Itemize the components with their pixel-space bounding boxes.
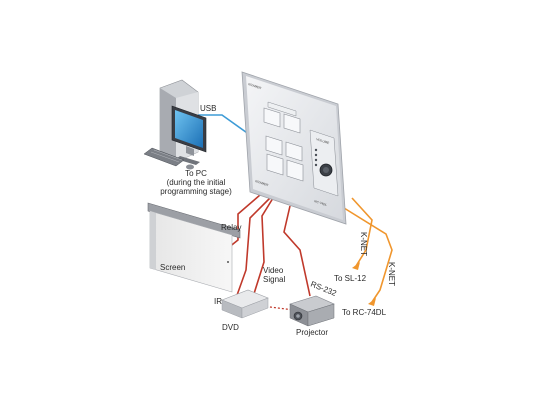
to-pc-label: To PC — [185, 169, 207, 178]
control-panel: KRAMER VOLUME KRAMER RC-74DL — [241, 71, 347, 225]
rs232-cable — [283, 205, 311, 297]
knet-cable-rc74dl — [343, 207, 393, 303]
dvd-player — [221, 289, 269, 319]
panel-button-4 — [285, 141, 303, 162]
relay-cable — [227, 187, 269, 249]
panel-brand-bottom-right: RC-74DL — [314, 199, 328, 207]
pc-computer — [143, 79, 207, 170]
ir-cable — [235, 195, 273, 299]
knet-label-1: K-NET — [359, 232, 368, 256]
dvd-label: DVD — [222, 323, 239, 332]
to-rc74dl-label: To RC-74DL — [342, 308, 387, 317]
volume-led-1 — [314, 148, 318, 152]
volume-led-3 — [314, 158, 318, 162]
panel-brand-top: KRAMER — [248, 82, 263, 90]
panel-button-3 — [265, 135, 283, 156]
panel-brand-bottom-left: KRAMER — [255, 179, 270, 187]
volume-label: VOLUME — [316, 137, 330, 145]
to-sl12-label: To SL-12 — [334, 274, 367, 283]
relay-label: Relay — [221, 223, 241, 232]
panel-button-wide — [267, 101, 297, 117]
volume-section — [309, 129, 339, 197]
video-signal-label-line2: Signal — [263, 275, 285, 284]
panel-button-2 — [283, 113, 301, 134]
projector — [289, 295, 335, 327]
knet-cable-sl12 — [351, 197, 373, 267]
volume-led-4 — [314, 163, 318, 167]
panel-buttons — [263, 101, 304, 182]
projector-label: Projector — [296, 328, 328, 337]
screen-label: Screen — [160, 263, 185, 272]
knet-arrow-rc74dl — [368, 298, 376, 306]
panel-button-6 — [286, 159, 304, 182]
panel-button-5 — [266, 153, 284, 176]
to-pc-label-line3: programming stage) — [160, 187, 232, 196]
usb-label: USB — [200, 104, 216, 113]
panel-button-1 — [263, 107, 281, 128]
ir-label: IR — [214, 297, 222, 306]
usb-cable — [196, 114, 258, 141]
to-pc-label-line2: (during the initial — [167, 178, 226, 187]
video-signal-label: Video — [263, 266, 284, 275]
video-signal-cable — [251, 189, 279, 301]
projection-screen — [147, 202, 241, 293]
volume-led-2 — [314, 153, 318, 157]
knet-label-2: K-NET — [387, 262, 396, 286]
knet-arrow-sl12 — [352, 262, 360, 270]
